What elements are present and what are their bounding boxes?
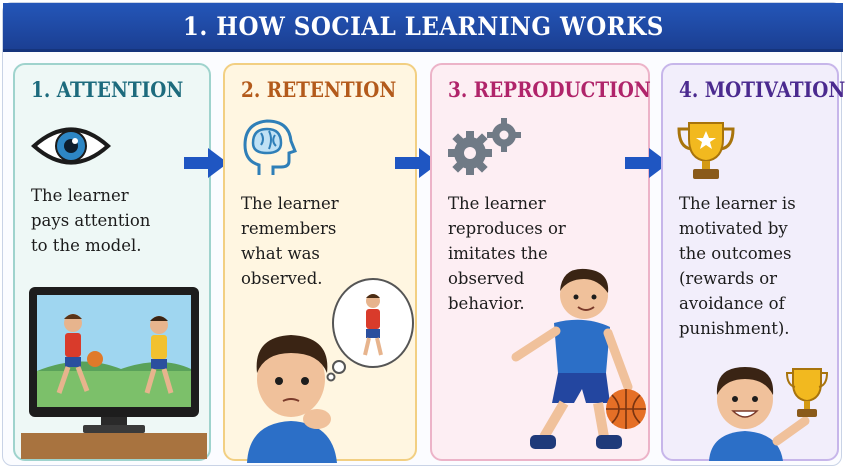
desc-line: remembers: [241, 219, 337, 238]
step-title-motivation: 4. MOTIVATION: [679, 77, 846, 102]
dribbling-boy-illustration: [502, 261, 648, 457]
desc-line: The learner: [448, 194, 546, 213]
brain-head-icon: [239, 115, 297, 179]
step-desc-retention: The learner remembers what was observed.: [241, 191, 339, 291]
desc-line: what was: [241, 244, 320, 263]
gears-icon: [446, 117, 526, 177]
thinking-boy-illustration: [239, 323, 349, 463]
desc-line: motivated by: [679, 219, 788, 238]
arrow-right-icon: [625, 148, 669, 178]
desc-line: observed: [448, 269, 525, 288]
arrow-right-icon: [395, 148, 439, 178]
step-card-reproduction: 3. REPRODUCTION The: [430, 63, 651, 461]
step-title-attention: 1. ATTENTION: [31, 77, 184, 102]
step-desc-attention: The learner pays attention to the model.: [31, 183, 150, 258]
step-desc-motivation: The learner is motivated by the outcomes…: [679, 191, 796, 341]
eye-icon: [30, 121, 112, 171]
tv-model-illustration: [21, 283, 207, 459]
step-card-attention: 1. ATTENTION The learner pays attention …: [13, 63, 211, 461]
trophy-icon: [675, 119, 737, 183]
title-banner: 1. HOW SOCIAL LEARNING WORKS: [3, 3, 843, 52]
desc-line: The learner is: [679, 194, 796, 213]
desc-line: pays attention: [31, 211, 151, 230]
desc-line: the outcomes: [679, 244, 792, 263]
thought-bubble: [325, 275, 415, 382]
desc-line: imitates the: [448, 244, 548, 263]
desc-line: punishment).: [679, 319, 790, 338]
step-title-reproduction: 3. REPRODUCTION: [448, 77, 651, 102]
page-title: 1. HOW SOCIAL LEARNING WORKS: [182, 11, 664, 41]
desc-line: (rewards or: [679, 269, 778, 288]
arrow-right-icon: [184, 148, 228, 178]
desc-line: behavior.: [448, 294, 525, 313]
desc-line: to the model.: [31, 236, 142, 255]
step-card-motivation: 4. MOTIVATION The learner is motivated b…: [661, 63, 845, 461]
step-desc-reproduction: The learner reproduces or imitates the o…: [448, 191, 566, 316]
desc-line: The learner: [241, 194, 339, 213]
desc-line: reproduces or: [448, 219, 566, 238]
happy-boy-trophy-illustration: [707, 361, 837, 461]
step-title-retention: 2. RETENTION: [241, 77, 397, 102]
desc-line: observed.: [241, 269, 323, 288]
step-card-retention: 2. RETENTION The learner remembers what …: [223, 63, 417, 463]
desc-line: The learner: [31, 186, 129, 205]
desc-line: avoidance of: [679, 294, 785, 313]
